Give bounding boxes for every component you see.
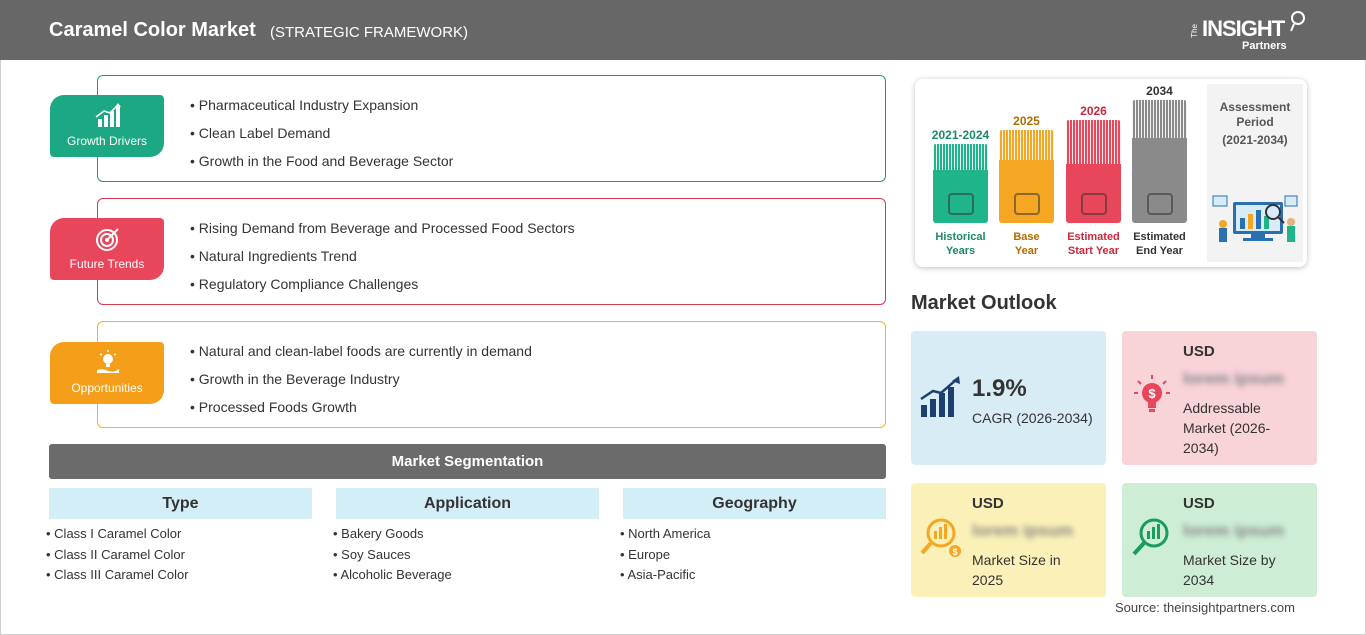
list-item: • Soy Sauces	[333, 546, 411, 562]
segment-list-geography: • North America • Europe • Asia-Pacific	[620, 525, 711, 587]
presentation-icon	[1081, 193, 1107, 215]
logo-insight-text: INSIGHT	[1202, 16, 1285, 41]
growth-drivers-badge: Growth Drivers	[50, 95, 164, 157]
market-size-2025-value: lorem ipsum	[972, 521, 1074, 540]
assessment-year: 2034	[1146, 84, 1173, 98]
addressable-market-card: $ USD lorem ipsum Addressable Market (20…	[1122, 331, 1317, 465]
svg-text:$: $	[952, 547, 957, 557]
header-bar: Caramel Color Market (STRATEGIC FRAMEWOR…	[0, 0, 1366, 60]
cagr-card: 1.9% CAGR (2026-2034)	[911, 331, 1106, 465]
insight-partners-logo[interactable]: The INSIGHT Partners	[1190, 10, 1310, 54]
future-trends-list: • Rising Demand from Beverage and Proces…	[190, 218, 575, 302]
future-trends-badge: Future Trends	[50, 218, 164, 280]
market-size-2025-label-line1: Market Size in	[972, 552, 1061, 568]
assessment-year: 2026	[1080, 104, 1107, 118]
market-size-2025-label-line2: 2025	[972, 572, 1004, 588]
assessment-caption-line1: Base	[1013, 231, 1040, 243]
segment-list-application: • Bakery Goods • Soy Sauces • Alcoholic …	[333, 525, 452, 587]
list-item: • Rising Demand from Beverage and Proces…	[190, 220, 575, 236]
badge-label: Growth Drivers	[66, 134, 147, 148]
logo-partners-text: Partners	[1242, 40, 1287, 52]
segment-heading-geography: Geography	[623, 488, 886, 519]
market-size-2034-label-line2: 2034	[1183, 572, 1215, 588]
addressable-label-line3: 2034)	[1183, 440, 1219, 456]
assessment-year: 2025	[1013, 114, 1040, 128]
page-subtitle: (STRATEGIC FRAMEWORK)	[270, 24, 469, 41]
future-trends-card: • Rising Demand from Beverage and Proces…	[97, 198, 886, 305]
logo-the-text: The	[1190, 24, 1199, 38]
badge-label: Opportunities	[71, 381, 143, 395]
cagr-label: CAGR (2026-2034)	[972, 410, 1093, 426]
list-item: • Asia-Pacific	[620, 567, 696, 582]
assessment-bar	[999, 130, 1054, 223]
opportunities-badge: Opportunities	[50, 342, 164, 404]
growth-drivers-card: • Pharmaceutical Industry Expansion • Cl…	[97, 75, 886, 182]
assessment-caption-line2: End Year	[1136, 245, 1183, 257]
clock-history-icon	[948, 193, 974, 215]
calendar-icon	[1014, 193, 1040, 215]
assessment-year: 2021-2024	[931, 128, 990, 142]
list-item: • Growth in the Beverage Industry	[190, 371, 400, 387]
opportunities-list: • Natural and clean-label foods are curr…	[190, 341, 532, 425]
addressable-market-value: lorem ipsum	[1183, 369, 1285, 388]
list-item: • Class II Caramel Color	[46, 546, 185, 562]
page-title: Caramel Color Market	[49, 19, 256, 41]
list-item: • Growth in the Food and Beverage Sector	[190, 153, 454, 169]
assessment-bar	[1066, 120, 1121, 223]
cagr-value: 1.9%	[972, 375, 1027, 402]
addressable-label-line2: Market (2026-	[1183, 420, 1271, 436]
lightbulb-hand-icon	[97, 350, 119, 373]
list-item: • Class I Caramel Color	[46, 526, 182, 541]
list-item: • Bakery Goods	[333, 526, 424, 541]
market-size-2034-value: lorem ipsum	[1183, 521, 1285, 540]
addressable-label-line1: Addressable	[1183, 400, 1261, 416]
currency-label: USD	[972, 495, 1004, 512]
segment-heading-application: Application	[336, 488, 599, 519]
market-segmentation-header: Market Segmentation	[49, 444, 886, 479]
market-outlook-title: Market Outlook	[911, 292, 1057, 314]
source-credit[interactable]: Source: theinsightpartners.com	[1115, 600, 1295, 615]
currency-label: USD	[1183, 495, 1215, 512]
assessment-caption-line1: Historical	[935, 231, 986, 243]
list-item: • Clean Label Demand	[190, 125, 331, 141]
lightbulb-dollar-icon: $	[1134, 375, 1170, 412]
svg-text:$: $	[1148, 386, 1156, 401]
assessment-caption-line1: Estimated	[1133, 231, 1186, 243]
market-size-2025-card: $ USD lorem ipsum Market Size in 2025	[911, 483, 1106, 597]
list-item: • Alcoholic Beverage	[333, 567, 452, 582]
assessment-caption-line1: Estimated	[1067, 231, 1120, 243]
segment-list-type: • Class I Caramel Color • Class II Caram…	[46, 525, 189, 587]
segment-heading-type: Type	[49, 488, 312, 519]
currency-label: USD	[1183, 343, 1215, 360]
market-size-2034-card: USD lorem ipsum Market Size by 2034	[1122, 483, 1317, 597]
list-item: • Europe	[620, 546, 671, 562]
logo-magnifier-icon	[1290, 11, 1305, 32]
bar-chart-growth-icon	[95, 103, 121, 127]
target-icon	[96, 228, 119, 251]
list-item: • Pharmaceutical Industry Expansion	[190, 97, 419, 113]
opportunities-card: • Natural and clean-label foods are curr…	[97, 321, 886, 428]
assessment-period: (2021-2034)	[1222, 133, 1288, 147]
assessment-period-side: Assessment Period (2021-2034)	[1207, 84, 1303, 262]
assessment-bar	[1132, 100, 1187, 223]
magnifier-chart-dollar-icon: $	[920, 518, 961, 557]
monitor-chart-icon	[1147, 193, 1173, 215]
list-item: • Processed Foods Growth	[190, 399, 357, 415]
assessment-caption-line2: Start Year	[1067, 245, 1120, 257]
list-item: • Class III Caramel Color	[46, 567, 189, 582]
assessment-bar	[933, 144, 988, 223]
analytics-dashboard-icon	[1212, 195, 1298, 242]
market-size-2034-label-line1: Market Size by	[1183, 552, 1276, 568]
growth-chart-icon	[920, 376, 960, 417]
assessment-title: Assessment Period	[1219, 100, 1291, 129]
growth-drivers-list: • Pharmaceutical Industry Expansion • Cl…	[190, 95, 453, 179]
list-item: • Natural Ingredients Trend	[190, 248, 357, 264]
list-item: • Regulatory Compliance Challenges	[190, 276, 419, 292]
assessment-caption-line2: Years	[945, 245, 976, 257]
magnifier-chart-icon	[1132, 518, 1169, 556]
assessment-caption-line2: Year	[1014, 245, 1039, 257]
list-item: • North America	[620, 526, 711, 541]
badge-label: Future Trends	[69, 257, 145, 271]
list-item: • Natural and clean-label foods are curr…	[190, 343, 532, 359]
